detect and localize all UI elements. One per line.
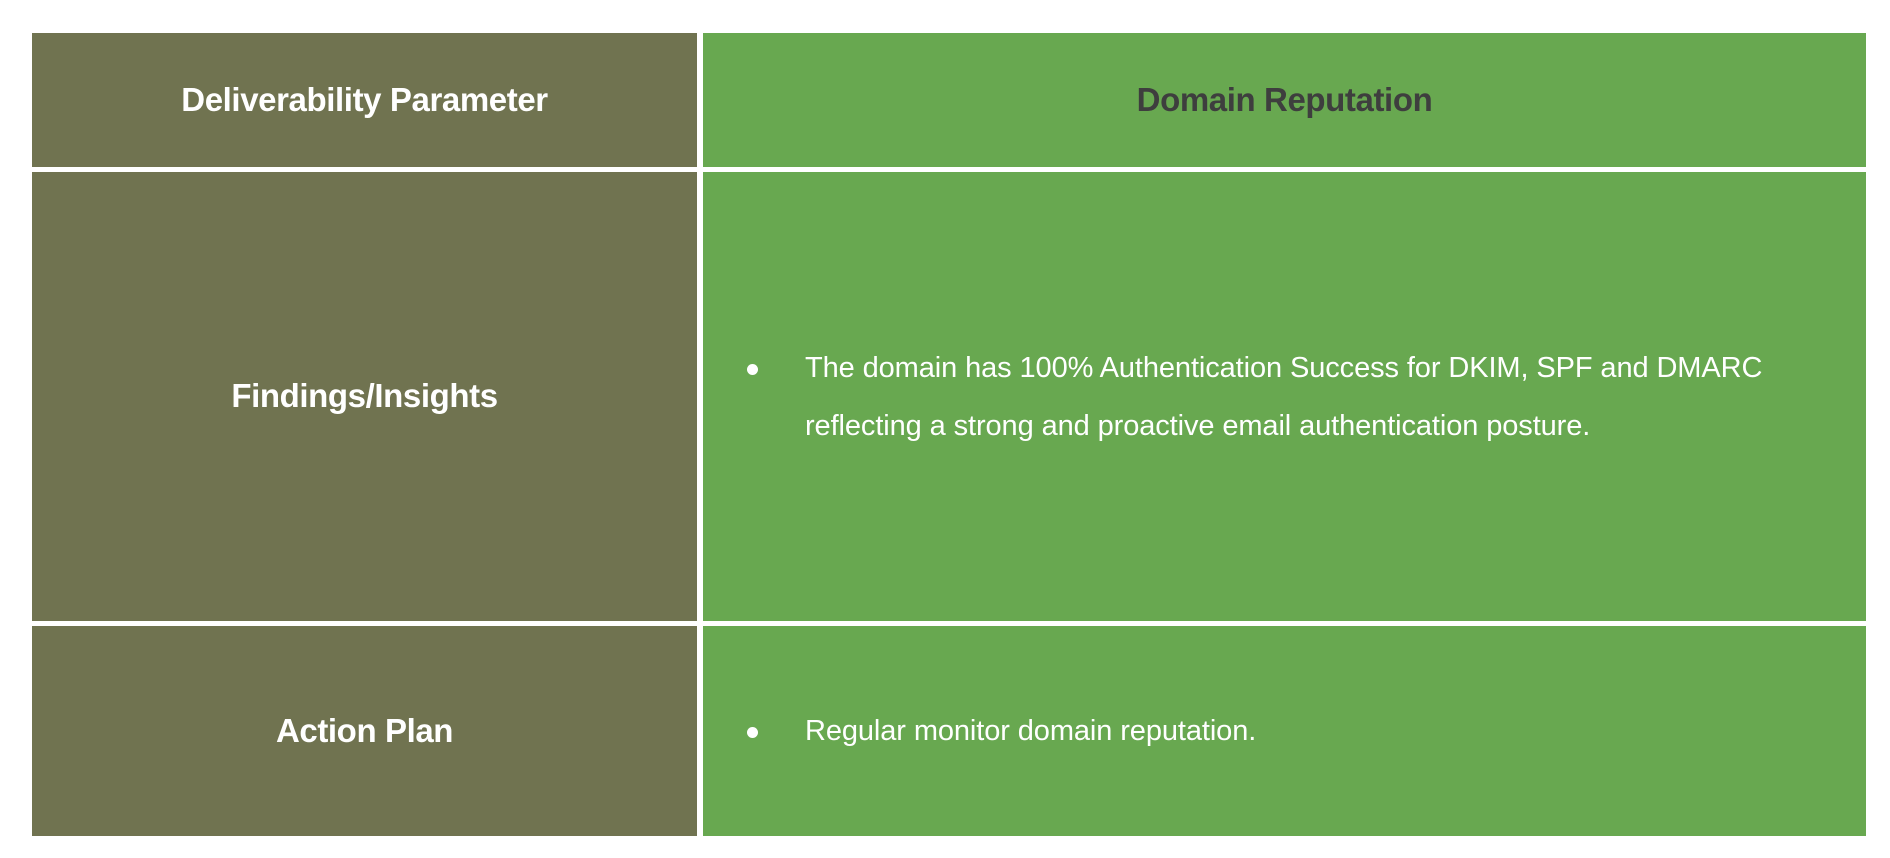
action-plan-bullet-list: Regular monitor domain reputation. xyxy=(703,702,1866,760)
list-item: The domain has 100% Authentication Succe… xyxy=(727,339,1820,455)
row-label-findings-insights: Findings/Insights xyxy=(231,377,498,415)
table-header-cell-domain-reputation: Domain Reputation xyxy=(703,33,1866,167)
header-label-domain-reputation: Domain Reputation xyxy=(1136,80,1433,118)
table-row-value-findings-insights: The domain has 100% Authentication Succe… xyxy=(703,172,1866,621)
table-row-value-action-plan: Regular monitor domain reputation. xyxy=(703,626,1866,836)
header-label-deliverability-parameter: Deliverability Parameter xyxy=(181,80,548,118)
deliverability-table: Deliverability Parameter Domain Reputati… xyxy=(32,33,1866,836)
row-label-action-plan: Action Plan xyxy=(275,711,454,749)
list-item: Regular monitor domain reputation. xyxy=(727,702,1820,760)
table-header-cell-parameter: Deliverability Parameter xyxy=(32,33,697,167)
table-row-label-action-plan: Action Plan xyxy=(32,626,697,836)
findings-bullet-list: The domain has 100% Authentication Succe… xyxy=(703,339,1866,455)
table-row-label-findings-insights: Findings/Insights xyxy=(32,172,697,621)
